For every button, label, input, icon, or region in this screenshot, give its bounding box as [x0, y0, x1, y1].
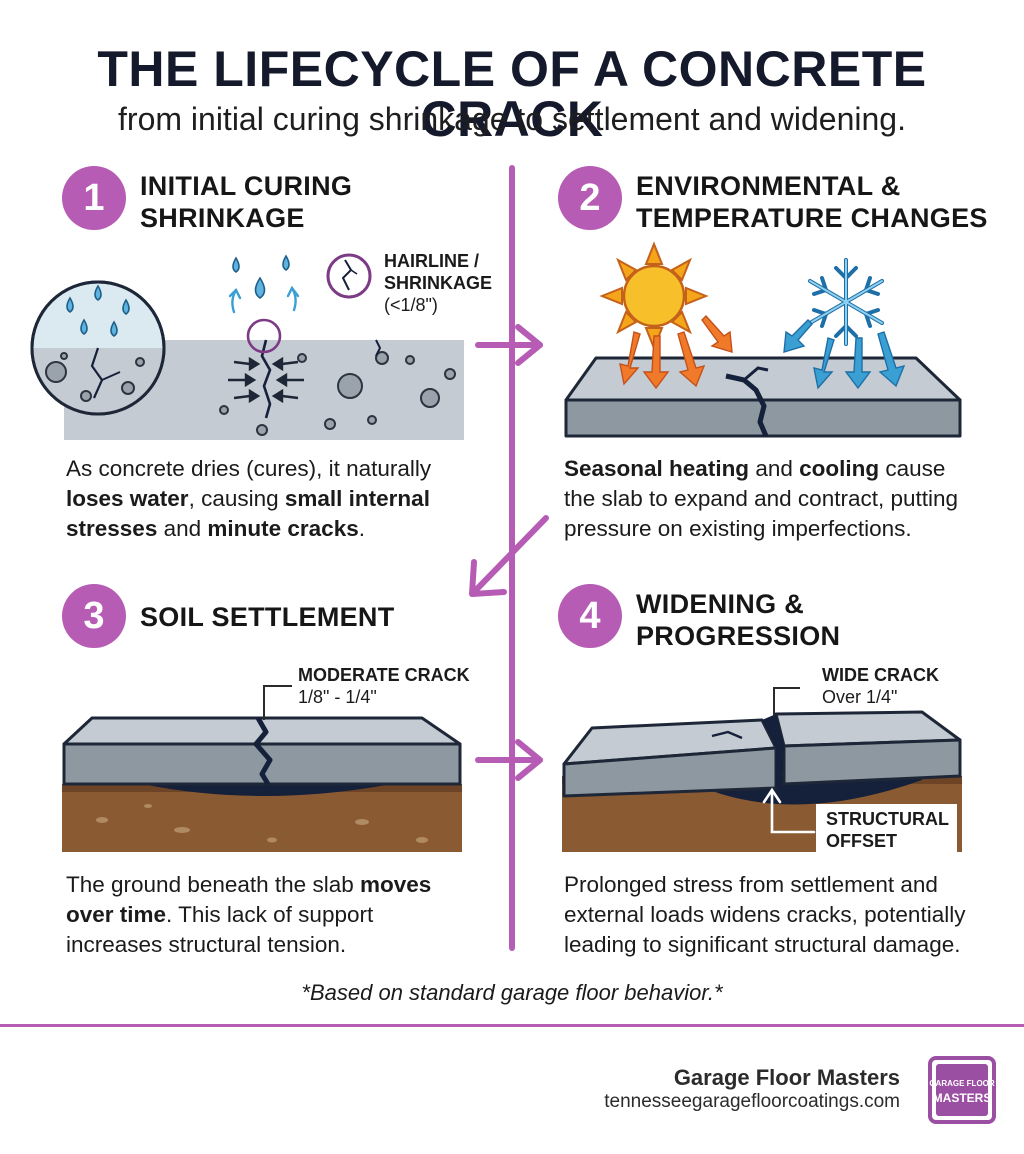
wide-crack-gap [762, 714, 784, 788]
phase-2-desc-2: cooling [799, 456, 880, 481]
phase-1-desc-3: small internal stresses [66, 486, 430, 541]
phase-4-offset-label: STRUCTURAL OFFSET [816, 804, 957, 854]
footer-divider [0, 1024, 1024, 1027]
settlement-slab-side [62, 742, 462, 786]
logo-text-top: GARAGE FLOOR [929, 1079, 995, 1088]
phase-1-desc-6: . [358, 516, 365, 541]
structural-offset-arrow [762, 787, 816, 834]
arrow-3-to-4 [475, 739, 543, 781]
phase-1-desc-4: and [157, 516, 208, 541]
phase-2-badge: 2 [558, 166, 622, 230]
soil-pebbles [96, 804, 428, 843]
phase-4-offset-line-1: STRUCTURAL [826, 809, 949, 829]
sun-icon [599, 241, 709, 351]
phase-1-desc-2: , causing [188, 486, 285, 511]
phase-2-desc-1: and [749, 456, 800, 481]
phase-2-title: ENVIRONMENTAL & TEMPERATURE CHANGES [636, 170, 988, 234]
phase-3-callout: MODERATE CRACK 1/8" - 1/4" [298, 664, 470, 708]
phase-1-callout: HAIRLINE / SHRINKAGE (<1/8") [384, 250, 504, 316]
shrinkage-crack [260, 339, 272, 419]
phase-2-desc-3: cause the slab to expand and contract, p… [564, 456, 959, 541]
phase-3-desc-2: . This lack of support increases structu… [66, 902, 374, 957]
phase-1-callout-label: HAIRLINE / SHRINKAGE [384, 251, 493, 293]
phase-3-callout-range: 1/8" - 1/4" [298, 687, 377, 707]
phase-4-callout-range: Over 1/4" [822, 687, 898, 707]
phase-4-callout: WIDE CRACK Over 1/4" [822, 664, 939, 708]
phase-3-title: SOIL SETTLEMENT [140, 601, 395, 633]
evaporating-water [232, 254, 290, 299]
phase-1-title-line-2: SHRINKAGE [140, 203, 305, 233]
brand-logo: GARAGE FLOOR MASTERS [928, 1056, 996, 1124]
phase-2-illustration [564, 241, 962, 438]
phase-2-title-line-1: ENVIRONMENTAL & [636, 171, 901, 201]
phase-3-description: The ground beneath the slab moves over t… [66, 870, 456, 960]
phase-4-offset-line-2: OFFSET [826, 831, 897, 851]
phase-2-desc-0: Seasonal heating [564, 456, 750, 481]
brand-name: Garage Floor Masters [673, 1065, 900, 1090]
phase-3-desc-1: moves over time [66, 872, 432, 927]
phase-1-title-line-1: INITIAL CURING [140, 171, 353, 201]
soil-layer [62, 784, 462, 852]
phase-2-description: Seasonal heating and cooling cause the s… [564, 454, 964, 544]
crack-highlight-circle [246, 318, 282, 354]
phase-3-illustration [62, 685, 462, 852]
phase-1-desc-1: loses water [66, 486, 189, 511]
cold-arrows [783, 319, 906, 390]
arrow-1-to-2 [475, 324, 543, 366]
phase-3-badge: 3 [62, 584, 126, 648]
phase-4-illustration [562, 687, 962, 852]
moderate-crack [253, 716, 273, 786]
phase-1-desc-5: minute cracks [207, 516, 359, 541]
brand-url[interactable]: tennesseegaragefloorcoatings.com [604, 1091, 900, 1112]
temperature-crack [725, 373, 769, 437]
phase-1-desc-0: As concrete dries (cures), it naturally [66, 456, 432, 481]
phase-2-title-line-2: TEMPERATURE CHANGES [636, 203, 988, 233]
hairline-crack-icon [326, 253, 372, 299]
evaporation-arrows [228, 285, 300, 314]
aggregate-stones [219, 351, 456, 436]
magnifier-stones [45, 352, 145, 402]
phase-4-desc-0: Prolonged stress from settlement and ext… [564, 872, 966, 957]
settlement-void [142, 784, 392, 796]
arrow-2-to-3 [469, 515, 549, 597]
footnote: *Based on standard garage floor behavior… [301, 980, 723, 1005]
phase-1-title: INITIAL CURING SHRINKAGE [140, 170, 352, 234]
heat-arrows [619, 314, 733, 390]
page-title: THE LIFECYCLE OF A CONCRETE CRACK [97, 41, 927, 147]
phase-4-title-line-1: WIDENING & [636, 589, 804, 619]
phase-1-description: As concrete dries (cures), it naturally … [66, 454, 466, 544]
page-subtitle: from initial curing shrinkage to settlem… [118, 101, 906, 137]
phase-1-badge: 1 [62, 166, 126, 230]
phase-4-title: WIDENING & PROGRESSION [636, 588, 840, 652]
phase-4-description: Prolonged stress from settlement and ext… [564, 870, 980, 960]
shrinkage-stress-arrows [228, 356, 304, 404]
phase-3-desc-0: The ground beneath the slab [66, 872, 360, 897]
phase-4-title-line-2: PROGRESSION [636, 621, 841, 651]
phase-4-badge: 4 [558, 584, 622, 648]
magnifier-drops [66, 284, 130, 337]
phase-1-callout-range: (<1/8") [384, 295, 438, 315]
phase-4-callout-label: WIDE CRACK [822, 665, 939, 685]
logo-text-bottom: MASTERS [933, 1091, 992, 1105]
wide-crack-slab-right-side [782, 738, 962, 786]
phase-3-callout-label: MODERATE CRACK [298, 665, 470, 685]
phase-3-title-line-1: SOIL SETTLEMENT [140, 602, 395, 632]
phase-1-illustration [30, 254, 464, 440]
